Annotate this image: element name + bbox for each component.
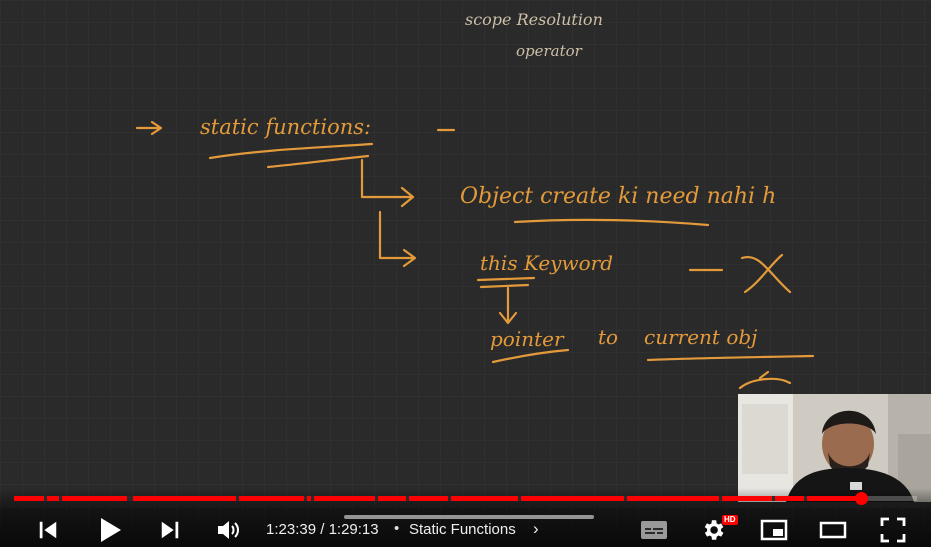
progress-bar[interactable] [14,492,917,505]
volume-icon [218,521,239,539]
chapter-gap [44,496,47,501]
branch-arrow-icon-2 [378,210,417,268]
scrubber-handle[interactable] [854,492,868,505]
play-button[interactable] [95,512,125,547]
chapter-title[interactable]: Static Functions [409,521,516,538]
webcam-overlay [738,394,931,502]
theater-mode-button[interactable] [817,512,849,547]
heading-operator: operator [516,42,583,60]
chapter-gap [59,496,62,501]
chapter-gap [127,496,130,501]
chevron-right-icon[interactable]: › [533,519,539,538]
time-display: 1:23:39 / 1:29:13 [266,521,379,538]
chapter-gap [375,496,378,501]
miniplayer-button[interactable] [758,512,790,547]
next-button[interactable] [156,512,184,547]
chapter-gap [406,496,409,501]
down-arrow-icon [498,286,518,325]
chapter-gap [518,496,521,501]
text-current-obj: current obj [644,325,757,349]
previous-button[interactable] [34,512,62,547]
time-current: 1:23:39 [266,521,317,538]
theater-mode-icon [819,521,847,539]
time-total: 1:29:13 [328,521,379,538]
text-pointer: pointer [490,327,565,351]
time-separator: / [320,521,325,538]
play-icon [101,518,121,542]
underline-1 [208,142,374,160]
progress-played [14,496,861,501]
volume-button[interactable] [214,512,244,547]
text-to: to [598,325,618,349]
chapter-gap [719,496,722,501]
skip-next-icon [161,521,179,539]
text-object-create: Object create ki need nahi h [460,184,776,209]
underline-object [513,218,710,227]
text-this-keyword: this Keyword [480,251,613,275]
underline-this [476,276,536,289]
text-static-functions: static functions: [200,115,371,139]
branch-arrow-icon [360,158,415,208]
fullscreen-button[interactable] [877,512,909,547]
underline-2 [266,154,370,169]
chapter-scroll-indicator [344,515,594,519]
subtitles-icon [641,521,667,539]
underline-current [646,354,815,362]
hd-badge: HD [722,515,738,525]
chapter-separator: • [394,520,400,537]
chapter-gap [304,496,307,501]
subtitles-button[interactable] [638,512,670,547]
scribble-mark [738,370,792,390]
underline-pointer [491,348,570,364]
chapter-gap [311,496,314,501]
settings-button[interactable] [698,512,728,547]
chapter-gap [804,496,807,501]
skip-previous-icon [39,521,57,539]
chapter-gap [236,496,239,501]
chapter-gap [624,496,627,501]
fullscreen-icon [880,517,906,543]
heading-scope-resolution: scope Resolution [465,10,603,29]
chapter-gap [772,496,775,501]
chapter-gap [130,496,133,501]
settings-gear-icon [704,520,724,540]
miniplayer-icon [760,519,788,541]
presenter-video [738,394,931,502]
bullet-arrow-icon [135,120,163,136]
cross-mark-icon [740,253,792,294]
chapter-gap [448,496,451,501]
